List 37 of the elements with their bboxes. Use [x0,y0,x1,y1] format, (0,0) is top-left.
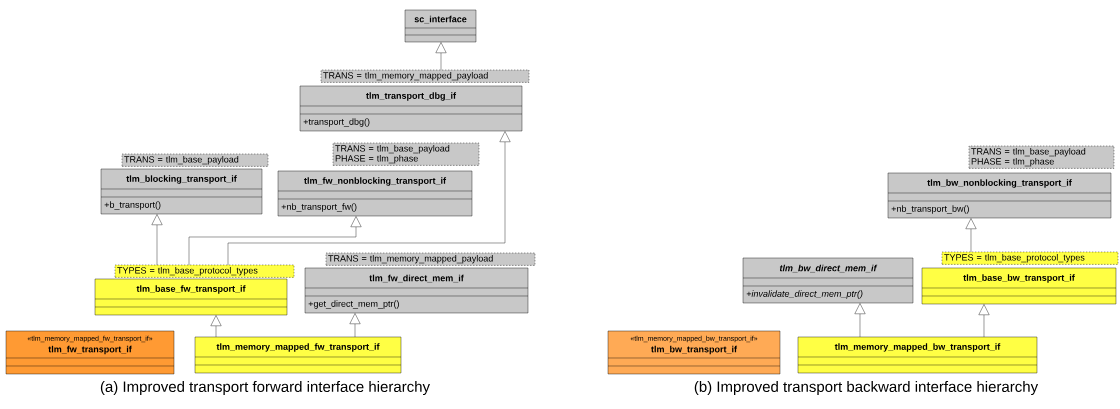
class-name: tlm_fw_transport_if [48,345,132,355]
template-parameter-box: TRANS = tlm_base_payload PHASE = tlm_phase [332,142,480,166]
inheritance-arrow [435,42,447,71]
class-name: tlm_base_bw_transport_if [963,274,1075,283]
inheritance-arrow [227,131,511,266]
class-name: tlm_memory_mapped_fw_transport_if [216,343,380,352]
class-name: tlm_transport_dbg_if [366,92,457,101]
inheritance-arrow [349,313,361,338]
class-name: tlm_bw_transport_if [651,345,737,355]
operation-text: +transport_dbg() [303,118,370,127]
template-parameter-box: TRANS = tlm_base_payload [121,153,269,167]
template-parameter-box: TRANS = tlm_memory_mapped_payload [320,69,530,83]
inheritance-arrow [151,214,163,266]
inheritance-arrow [188,216,362,266]
template-parameter-box: TRANS = tlm_base_payload PHASE = tlm_phase [968,145,1115,169]
inheritance-arrow [854,303,866,338]
subfigure-caption: (a) Improved transport forward interface hierarchy [100,381,430,395]
class-name: tlm_memory_mapped_bw_transport_if [834,343,1001,352]
inheritance-arrow [210,315,222,338]
template-parameter-box: TRANS = tlm_memory_mapped_payload [325,252,536,266]
class-name: sc_interface [414,15,467,24]
class-name: tlm_fw_nonblocking_transport_if [304,177,447,186]
inheritance-arrow [978,304,990,338]
operation-text: +get_direct_mem_ptr() [308,300,399,309]
subfigure-caption: (b) Improved transport backward interface hierarchy [694,381,1039,395]
operation-text: +nb_transport_bw() [891,205,969,214]
class-name: tlm_blocking_transport_if [126,175,237,184]
class-name: tlm_bw_direct_mem_if [779,264,878,273]
class-name: tlm_base_fw_transport_if [136,285,246,294]
operation-text: +nb_transport_fw() [281,203,357,212]
operation-text: +b_transport() [104,201,161,210]
class-name: tlm_bw_nonblocking_transport_if [927,179,1072,188]
template-parameter-box: TYPES = tlm_base_protocol_types [114,264,295,278]
class-name: tlm_fw_direct_mem_if [369,274,464,283]
inheritance-arrow [965,218,977,253]
template-parameter-box: TYPES = tlm_base_protocol_types [941,251,1119,265]
operation-text: +invalidate_direct_mem_ptr() [746,290,863,299]
